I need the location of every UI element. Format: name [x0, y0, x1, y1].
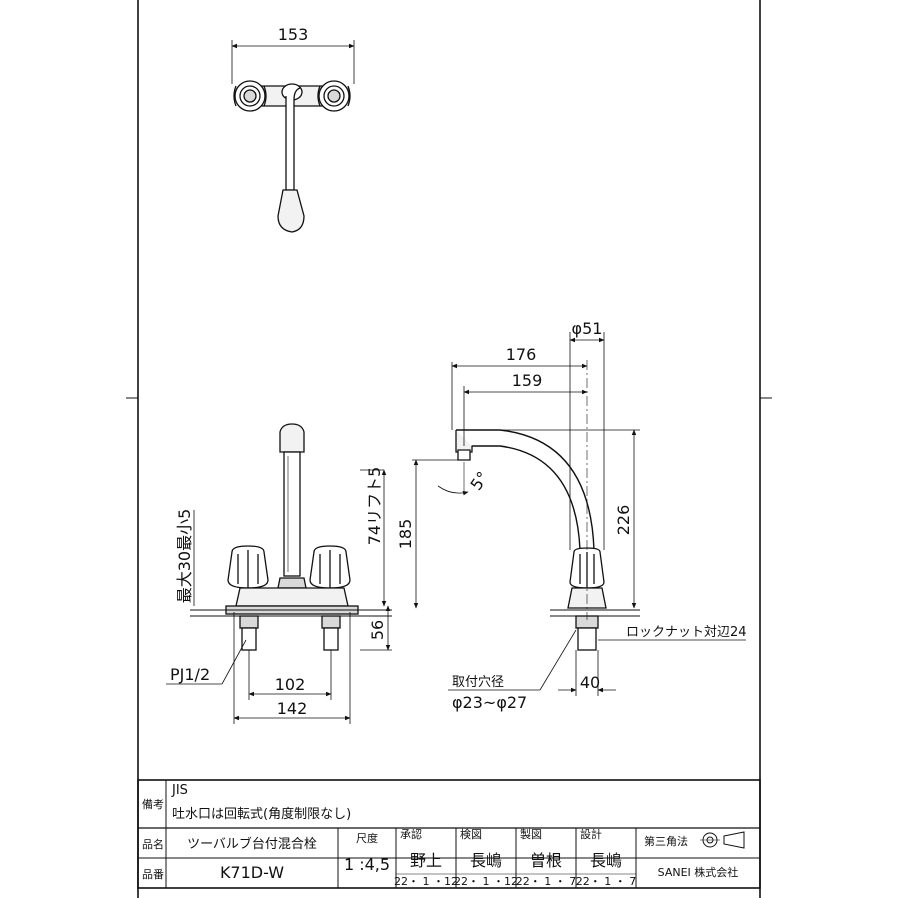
checked-label: 検図: [460, 827, 482, 841]
dim-40: 40: [580, 673, 600, 692]
scale-value: 1 :4,5: [344, 855, 390, 874]
drawn-date: 22・ 1 ・ 7: [516, 875, 576, 888]
dim-mount-hole-label: 取付穴径: [452, 675, 504, 690]
projection-label: 第三角法: [644, 834, 688, 848]
approved-label: 承認: [400, 827, 422, 841]
company-name: SANEI 株式会社: [658, 865, 739, 879]
dim-176: 176: [506, 345, 537, 364]
design-name: 長嶋: [590, 851, 622, 870]
number-label: 品番: [142, 868, 164, 881]
title-block: [137, 779, 761, 889]
name-label: 品名: [142, 837, 164, 851]
front-view: [166, 423, 392, 724]
dim-mount-hole-value: φ23~φ27: [452, 693, 527, 712]
dim-159: 159: [512, 371, 543, 390]
sheet-frame: [126, 0, 772, 898]
dim-max-min: 最大30最小5: [175, 509, 194, 604]
dim-phi51: φ51: [572, 319, 603, 338]
dim-angle: 5°: [466, 468, 492, 494]
approved-name: 野上: [410, 851, 442, 870]
remarks-line1: JIS: [171, 783, 188, 798]
checked-name: 長嶋: [470, 851, 502, 870]
dim-153: 153: [278, 25, 309, 44]
approved-date: 22・ 1 ・12: [394, 875, 458, 888]
dim-102: 102: [275, 675, 306, 694]
remarks-line2: 吐水口は回転式(角度制限なし): [172, 806, 351, 822]
dim-lift: 74リフト5: [365, 467, 384, 546]
remarks-label: 備考: [142, 798, 164, 811]
top-view: [231, 40, 355, 233]
checked-date: 22・ 1 ・12: [454, 875, 518, 888]
dim-185: 185: [396, 519, 415, 550]
dim-56: 56: [368, 620, 387, 640]
scale-label: 尺度: [356, 831, 378, 845]
design-date: 22・ 1 ・ 7: [576, 875, 636, 888]
design-label: 設計: [580, 827, 602, 841]
dim-226: 226: [614, 505, 633, 536]
dim-142: 142: [277, 699, 308, 718]
dim-pipe-thread: PJ1/2: [170, 665, 210, 684]
product-number: K71D-W: [220, 863, 284, 882]
dim-locknut: ロックナット対辺24: [626, 625, 747, 640]
side-view: [412, 332, 746, 696]
drawn-name: 曽根: [530, 851, 562, 870]
product-name: ツーバルブ台付混合栓: [187, 836, 317, 852]
drawn-label: 製図: [520, 827, 542, 841]
